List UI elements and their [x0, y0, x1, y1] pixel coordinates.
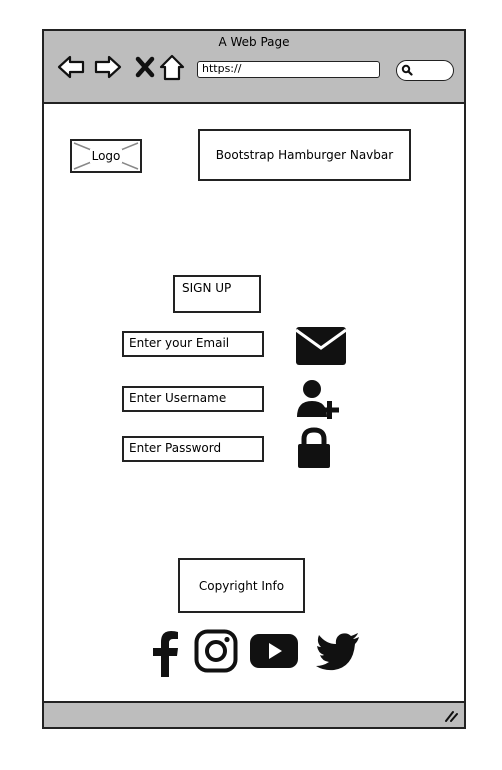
lock-icon: [298, 427, 330, 468]
window-title: A Web Page: [218, 35, 290, 49]
logo-placeholder[interactable]: Logo: [70, 139, 142, 173]
instagram-icon[interactable]: [194, 629, 238, 673]
twitter-icon[interactable]: [316, 633, 360, 671]
password-field[interactable]: Enter Password: [122, 436, 264, 462]
envelope-icon: [295, 327, 347, 365]
close-x-icon[interactable]: [130, 52, 160, 82]
url-input[interactable]: https://: [197, 61, 380, 78]
hamburger-navbar[interactable]: Bootstrap Hamburger Navbar: [198, 129, 411, 181]
browser-window: A Web Page https:// Logo Bootstrap Hambu…: [42, 29, 466, 729]
copyright-info: Copyright Info: [178, 558, 305, 613]
youtube-icon[interactable]: [249, 633, 299, 669]
forward-arrow-icon[interactable]: [93, 52, 123, 82]
add-user-icon: [297, 380, 339, 419]
browser-statusbar: [44, 701, 464, 727]
facebook-icon[interactable]: [150, 631, 182, 677]
search-icon: [401, 64, 413, 76]
logo-label: Logo: [89, 149, 123, 163]
search-box[interactable]: [396, 60, 454, 81]
username-field[interactable]: Enter Username: [122, 386, 264, 412]
home-icon[interactable]: [157, 52, 187, 82]
signup-title[interactable]: SIGN UP: [173, 275, 261, 313]
resize-handle-icon[interactable]: [444, 708, 458, 722]
back-arrow-icon[interactable]: [56, 52, 86, 82]
browser-titlebar: A Web Page https://: [44, 31, 464, 104]
email-field[interactable]: Enter your Email: [122, 331, 264, 357]
